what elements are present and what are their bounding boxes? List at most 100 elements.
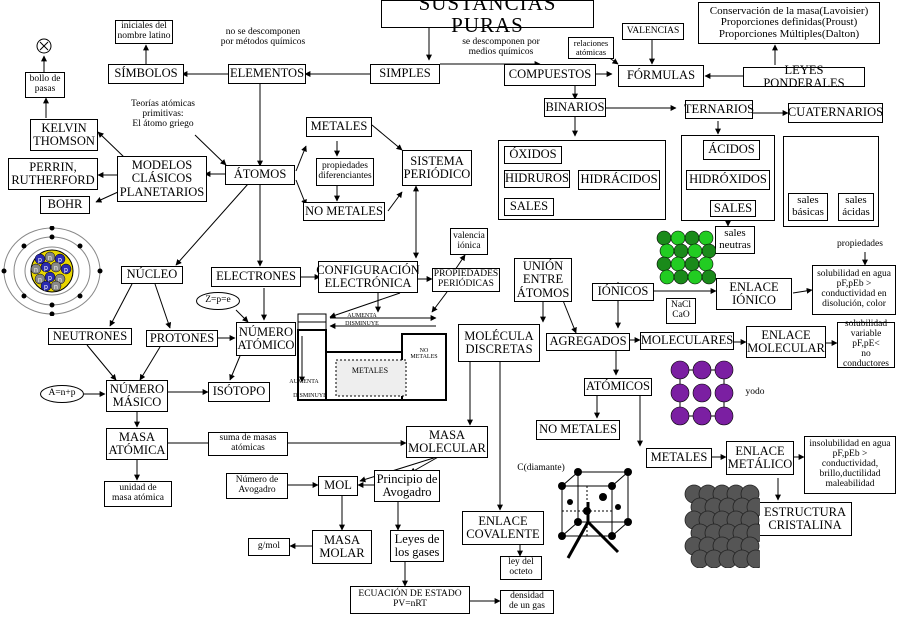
node-hidracidos: HIDRÁCIDOS <box>578 170 660 190</box>
node-gmol: g/mol <box>248 538 290 556</box>
node-kelvin: KELVIN THOMSON <box>30 119 98 151</box>
ion-sphere <box>684 256 700 272</box>
node-hidruros: HIDRUROS <box>504 170 570 188</box>
label-cdiamante: C(diamante) <box>517 463 565 474</box>
node-bollo: bollo de pasas <box>25 72 65 98</box>
nucleon-dot <box>34 273 46 285</box>
node-zpe: Z=p=e <box>196 292 240 310</box>
node-simples: SIMPLES <box>370 64 440 84</box>
ion-sphere <box>673 269 689 285</box>
node-no-metales-b: NO METALES <box>536 420 620 440</box>
node-moleculares: MOLECULARES <box>640 332 734 350</box>
label-propiedades: propiedades <box>837 239 883 250</box>
node-sales-b: SALES <box>504 198 554 216</box>
label-teorias: Teorías atómicas primitivas: El átomo gr… <box>131 99 195 129</box>
node-union: UNIÓN ENTRE ÁTOMOS <box>514 258 572 302</box>
diamond-lattice-icon <box>548 462 640 562</box>
title-box: SUSTANCIAS PURAS <box>381 0 594 36</box>
nucleon-label: p <box>38 257 42 264</box>
node-propiedades-dif: propiedades diferenciantes <box>316 158 374 186</box>
node-mol: MOL <box>318 476 358 496</box>
ion-sphere <box>701 243 717 259</box>
nucleon-label: n <box>38 277 42 284</box>
nucleon-dot <box>44 251 56 263</box>
node-electrones: ELECTRONES <box>211 267 301 287</box>
node-sistema: SISTEMA PERIÓDICO <box>402 150 472 186</box>
node-leyes-gases: Leyes de los gases <box>390 530 444 562</box>
node-iniciales: iniciales del nombre latino <box>115 20 173 44</box>
thomson-model-icon <box>34 36 54 56</box>
node-enlace-ionico: ENLACE IÓNICO <box>716 278 792 310</box>
node-anp: A=n+p <box>40 385 84 403</box>
node-sales-acidas: sales ácidas <box>838 193 874 221</box>
ion-sphere <box>670 256 686 272</box>
nucleon-dot <box>30 263 42 275</box>
node-estructura: ESTRUCTURA CRISTALINA <box>758 502 852 536</box>
node-molecula: MOLÉCULA DISCRETAS <box>458 324 540 362</box>
nucleon-dot <box>34 253 46 265</box>
node-props-metalico: insolubilidad en agua pF,pEb > conductiv… <box>804 436 896 494</box>
nucleon-dot <box>50 261 62 273</box>
iodine-atom <box>692 406 712 426</box>
node-perrin: PERRIN, RUTHERFORD <box>8 158 98 190</box>
nucleon-dot <box>44 271 56 283</box>
nucleon-label: p <box>58 257 62 264</box>
node-masa-atomica: MASA ATÓMICA <box>106 428 168 460</box>
node-sales-neutras: sales neutras <box>715 226 755 254</box>
ionic-crystal-icon <box>656 230 717 286</box>
iodine-atom <box>670 360 690 380</box>
label-disminuye-top: DISMINUYE <box>345 320 379 327</box>
node-props-ionico: solubilidad en agua pF,pEb > conductivid… <box>812 265 896 315</box>
ion-sphere <box>673 243 689 259</box>
iodine-atom <box>714 383 734 403</box>
node-binarios: BINARIOS <box>544 98 606 117</box>
nucleon-label: p <box>44 284 48 291</box>
periodic-table-icon <box>296 312 448 402</box>
node-principio: Principio de Avogadro <box>374 470 440 502</box>
node-metales: METALES <box>306 117 372 137</box>
ion-sphere <box>659 243 675 259</box>
node-hidroxidos: HIDRÓXIDOS <box>686 170 770 190</box>
metal-crystal-icon <box>684 484 766 569</box>
ion-sphere <box>698 230 714 246</box>
node-nucleo: NÚCLEO <box>121 266 183 284</box>
node-ionicos: IÓNICOS <box>592 283 654 301</box>
node-sales-t: SALES <box>710 200 756 217</box>
nucleon-label: n <box>58 277 62 284</box>
node-numero-atomico: NÚMERO ATÓMICO <box>236 322 296 356</box>
node-elementos: ELEMENTOS <box>228 64 306 84</box>
node-props-molecular: solubilidad variable pF,pE< no conductor… <box>837 319 895 369</box>
node-atomicos: ATÓMICOS <box>584 378 652 396</box>
ion-sphere <box>687 243 703 259</box>
nucleon-label: p <box>64 267 68 274</box>
ion-sphere <box>684 230 700 246</box>
label-yodo: yodo <box>745 387 765 398</box>
nucleon-dot <box>50 280 62 292</box>
node-ternarios: TERNARIOS <box>684 100 754 119</box>
node-masa-molecular: MASA MOLECULAR <box>406 426 488 458</box>
node-densidad: densidad de un gas <box>500 590 554 614</box>
nucleon-label: p <box>48 275 52 282</box>
node-compuestos: COMPUESTOS <box>504 64 596 86</box>
ion-sphere <box>698 256 714 272</box>
label-aumenta-left: AUMENTA <box>289 378 319 385</box>
node-enlace-molecular: ENLACE MOLECULAR <box>746 326 826 358</box>
node-formulas: FÓRMULAS <box>618 65 704 87</box>
iodine-atom <box>692 360 712 380</box>
node-no-metales: NO METALES <box>303 202 385 221</box>
node-avogadro-num: Número de Avogadro <box>226 473 288 499</box>
node-cuaternarios: CUATERNARIOS <box>788 103 883 123</box>
node-ecuacion: ECUACIÓN DE ESTADO PV=nRT <box>350 586 470 614</box>
node-protones: PROTONES <box>146 330 218 347</box>
node-valencia-ionica: valencia iónica <box>450 228 488 255</box>
iodine-atom <box>670 406 690 426</box>
node-relaciones-atomicas: relaciones atómicas <box>568 37 614 59</box>
label-metales-table: METALES <box>351 365 389 375</box>
nucleon-label: n <box>34 267 38 274</box>
label-disminuye-left: DISMINUYE <box>293 392 327 399</box>
node-masa-molar: MASA MOLAR <box>312 530 372 564</box>
iodine-crystal-icon <box>668 358 736 428</box>
node-sales-basicas: sales básicas <box>788 193 828 221</box>
